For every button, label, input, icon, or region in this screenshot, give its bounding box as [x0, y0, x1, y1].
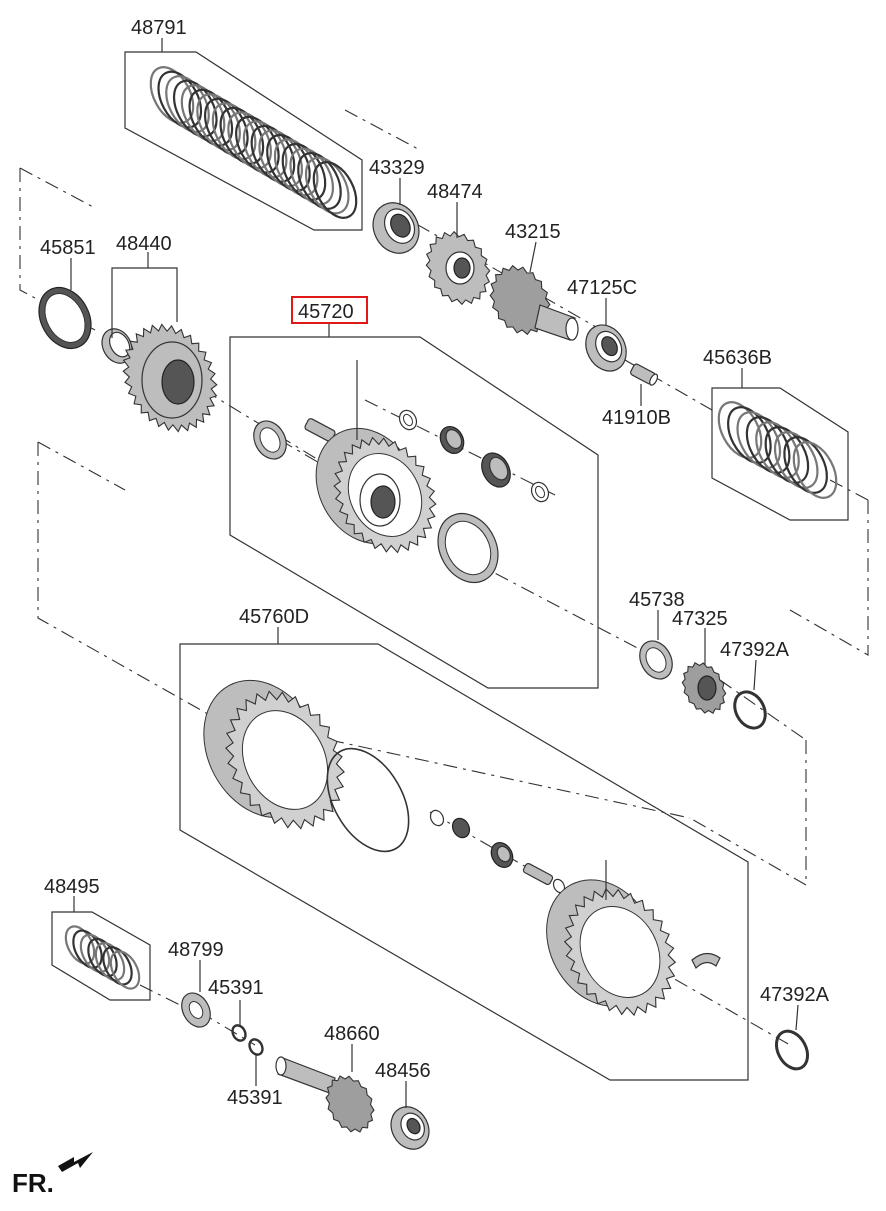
front-label: FR.: [12, 1168, 54, 1198]
group-outline-45636B: [711, 387, 849, 521]
part-48440-gear[interactable]: [105, 308, 235, 448]
label-48799: 48799: [168, 939, 224, 961]
part-45720-needle-bearing[interactable]: [436, 422, 469, 457]
group-outline-48495: [51, 911, 151, 1001]
part-47392A-ring-top[interactable]: [729, 687, 772, 734]
part-48440-bushing[interactable]: [96, 324, 138, 369]
part-48456-bearing[interactable]: [384, 1100, 436, 1156]
part-48495-springs[interactable]: [60, 922, 145, 994]
part-48799-washer[interactable]: [176, 988, 216, 1032]
label-45851: 45851: [40, 237, 96, 259]
part-45636B-springs[interactable]: [710, 395, 845, 505]
label-45391-bottom: 45391: [227, 1087, 283, 1109]
part-47325-bearing[interactable]: [674, 655, 733, 720]
label-48495: 48495: [44, 876, 100, 898]
label-41910B: 41910B: [602, 407, 671, 429]
part-45760D-carrier[interactable]: [525, 860, 721, 1034]
part-41910B-pin[interactable]: [630, 363, 659, 386]
leader-lines: [70, 38, 799, 1108]
label-48440: 48440: [116, 233, 172, 255]
part-45851-washer[interactable]: [29, 278, 101, 357]
part-45720-small-washer[interactable]: [396, 407, 420, 432]
label-48456: 48456: [375, 1060, 431, 1082]
part-45720-thrust-washer[interactable]: [528, 479, 552, 504]
label-43215: 43215: [505, 221, 561, 243]
part-43329-bearing[interactable]: [364, 195, 427, 262]
part-45760D-drum[interactable]: [181, 660, 367, 849]
label-48474: 48474: [427, 181, 483, 203]
part-43215-shaft-gear[interactable]: [479, 255, 579, 344]
label-47392A-top: 47392A: [720, 639, 790, 661]
part-45760D-washer[interactable]: [428, 808, 446, 828]
group-outline-45720: [229, 336, 599, 689]
label-47392A-bottom: 47392A: [760, 984, 830, 1006]
highlight-box-45720: [291, 296, 368, 324]
part-47125C-bearing[interactable]: [578, 318, 634, 378]
part-45760D-pin[interactable]: [522, 863, 554, 886]
label-43329: 43329: [369, 157, 425, 179]
part-48791-springs[interactable]: [142, 60, 365, 225]
part-48474-gear[interactable]: [414, 221, 501, 315]
group-outline-45760D: [179, 643, 749, 1081]
front-direction-indicator: FR.: [12, 1152, 93, 1198]
part-48660-shaft-gear[interactable]: [275, 1056, 383, 1140]
part-45720-washer[interactable]: [247, 415, 292, 464]
front-arrow-icon: [58, 1152, 93, 1172]
part-45760D-snap-ring[interactable]: [311, 735, 426, 866]
part-47392A-ring-bottom[interactable]: [770, 1026, 814, 1074]
part-45760D-needle[interactable]: [449, 815, 473, 840]
label-45391-top: 45391: [208, 977, 264, 999]
label-45738: 45738: [629, 589, 685, 611]
part-45391-ring-a[interactable]: [230, 1023, 248, 1043]
label-45760D: 45760D: [239, 606, 309, 628]
part-45391-ring-b[interactable]: [247, 1037, 265, 1057]
part-45738-washer[interactable]: [633, 635, 678, 684]
label-48660: 48660: [324, 1023, 380, 1045]
label-47325: 47325: [672, 608, 728, 630]
group-outline-48791: [124, 51, 363, 231]
label-48791: 48791: [131, 17, 187, 39]
part-45720-plate[interactable]: [426, 503, 509, 593]
part-45720-carrier[interactable]: [296, 360, 455, 570]
part-45720-pinion-gear[interactable]: [476, 448, 516, 492]
label-45636B: 45636B: [703, 347, 772, 369]
label-47125C: 47125C: [567, 277, 637, 299]
part-45760D-pinion[interactable]: [487, 839, 517, 871]
label-45720[interactable]: 45720: [298, 301, 354, 323]
